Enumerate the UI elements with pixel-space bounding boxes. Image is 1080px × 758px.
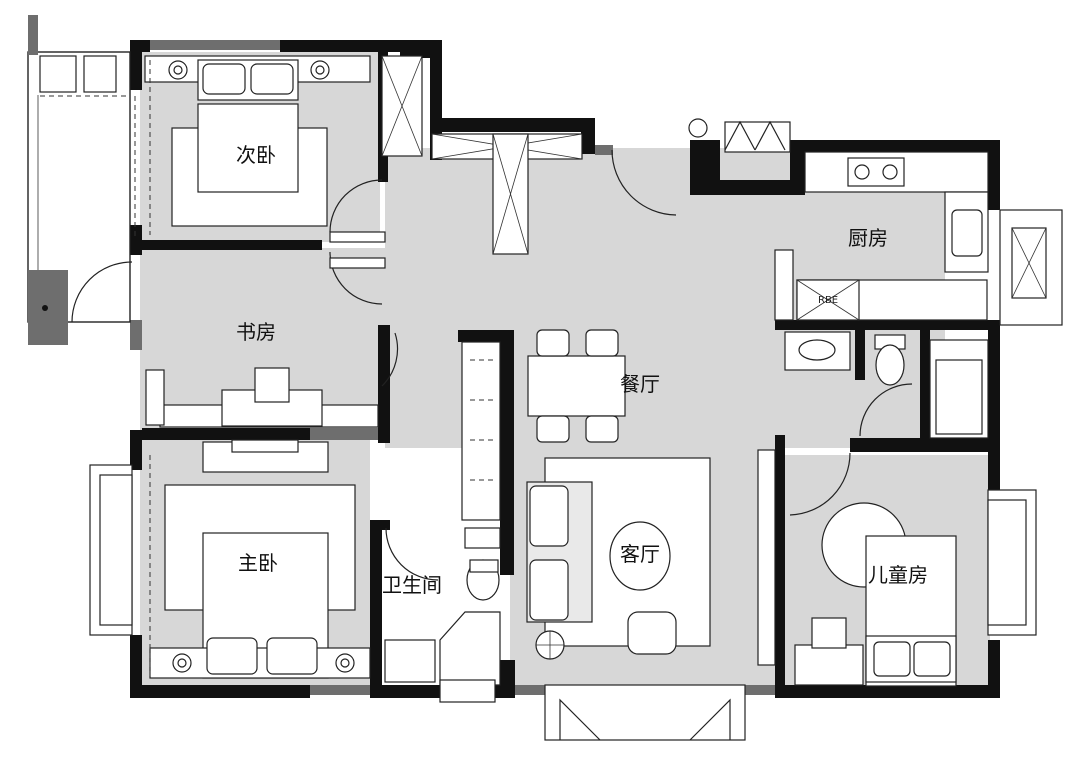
room-label-master-bedroom: 主卧 xyxy=(238,551,278,575)
room-label-dining-room: 餐厅 xyxy=(620,372,660,396)
kids-room-furniture xyxy=(794,489,1037,687)
walls xyxy=(130,40,1000,698)
main-bathroom-furniture xyxy=(384,527,501,703)
room-labels: 次卧 书房 主卧 卫生间 餐厅 客厅 厨房 儿童房 xyxy=(236,143,928,597)
left-balcony xyxy=(27,15,136,345)
room-label-kids-room: 儿童房 xyxy=(868,563,928,587)
study-furniture xyxy=(145,251,399,473)
small-bathroom xyxy=(784,331,989,516)
room-label-kitchen: 厨房 xyxy=(848,226,888,250)
second-bedroom-furniture xyxy=(144,55,423,235)
room-label-study: 书房 xyxy=(236,320,276,344)
master-bedroom-furniture xyxy=(89,455,371,680)
room-label-bathroom: 卫生间 xyxy=(382,573,442,597)
dining-table xyxy=(527,329,626,443)
room-label-second-bedroom: 次卧 xyxy=(236,143,276,167)
corridor xyxy=(329,133,677,521)
kitchen-furniture: RBE xyxy=(688,118,1063,326)
living-room-furniture xyxy=(526,449,776,741)
room-label-living-room: 客厅 xyxy=(620,542,660,566)
fridge-label: RBE xyxy=(818,295,838,306)
